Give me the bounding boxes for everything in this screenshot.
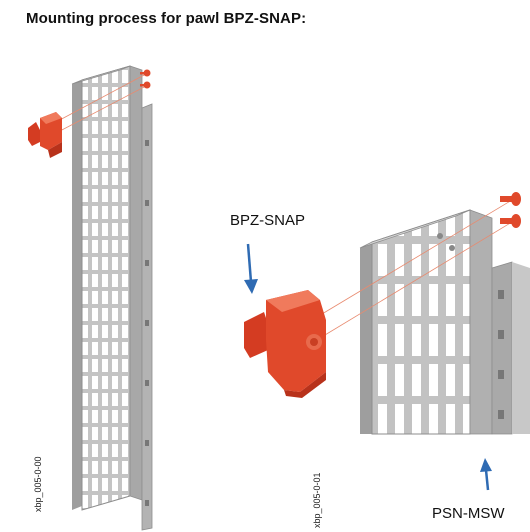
figure-code-right: xbp_005-0-01: [312, 472, 322, 528]
guide-lines-left: [55, 73, 147, 133]
panel-label: PSN-MSW: [432, 505, 505, 522]
figure-code-left: xbp_005-0-00: [33, 456, 43, 512]
panel-left: [71, 65, 153, 531]
pawl-left: [28, 112, 62, 158]
screws-right: [500, 192, 521, 228]
pawl-right: [244, 290, 326, 398]
page-title: Mounting process for pawl BPZ-SNAP:: [26, 10, 307, 27]
arrow-to-panel: [480, 458, 492, 491]
panel-right: [359, 209, 530, 435]
guide-lines-right: [311, 199, 513, 339]
pawl-label: BPZ-SNAP: [230, 212, 306, 229]
arrow-to-pawl: [244, 243, 258, 294]
screws-left: [140, 69, 151, 89]
